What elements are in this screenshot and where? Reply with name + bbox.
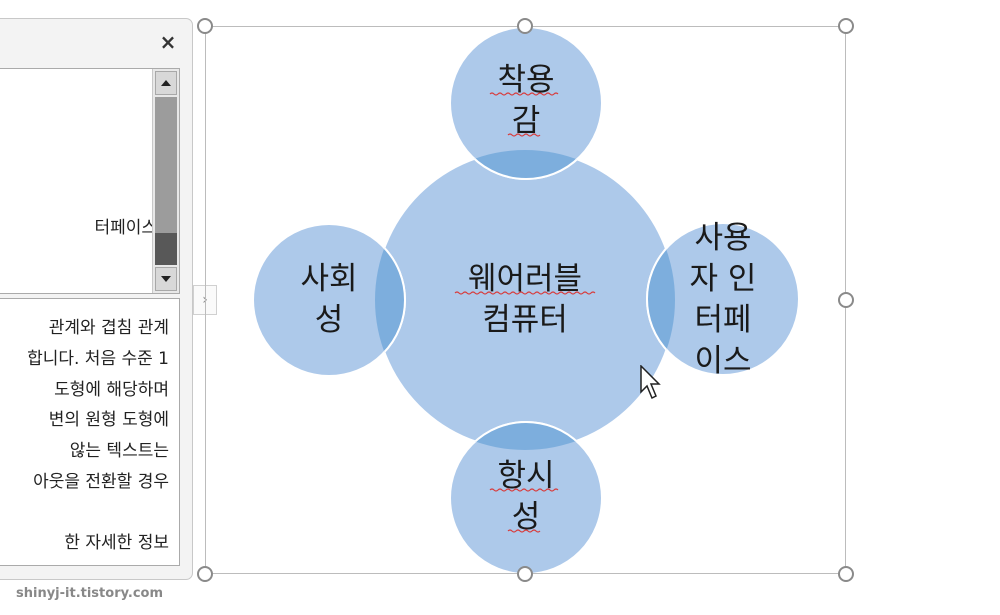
bottom-overlap [449,421,603,450]
left-overlap [375,223,406,377]
scroll-up-button[interactable] [155,71,177,95]
description-line: 변의 원형 도형에 [48,410,169,430]
resize-handle-bottom-right[interactable] [838,566,854,582]
watermark: shinyj-it.tistory.com [16,586,164,601]
selection-frame [205,26,846,574]
scroll-thumb[interactable] [155,233,177,265]
scroll-down-button[interactable] [155,267,177,291]
right-overlap [646,222,675,376]
triangle-up-icon [161,80,171,86]
resize-handle-right[interactable] [838,292,854,308]
top-overlap [449,150,603,180]
triangle-down-icon [161,276,171,282]
resize-handle-top-right[interactable] [838,18,854,34]
description-line: 아웃을 전환할 경우 [33,472,169,492]
description-line: 합니다. 처음 수준 1 [27,349,169,369]
resize-handle-top[interactable] [517,18,533,34]
list-item[interactable]: 터페이스 [94,218,157,238]
mouse-pointer-icon [640,365,661,400]
bullet-list-box[interactable]: 터페이스 [0,68,180,294]
description-line: 관계와 겹침 관계 [48,318,169,338]
resize-handle-bottom-left[interactable] [197,566,213,582]
close-icon[interactable]: × [159,30,177,54]
text-pane: × 터페이스 관계와 겹침 관계 합니다. 처음 수준 1 도형에 해당하며 변… [0,18,193,580]
description-line: 않는 텍스트는 [69,441,169,461]
resize-handle-top-left[interactable] [197,18,213,34]
more-info-link[interactable]: 한 자세한 정보 [64,533,169,553]
description-line: 도형에 해당하며 [54,380,169,400]
layout-description: 관계와 겹침 관계 합니다. 처음 수준 1 도형에 해당하며 변의 원형 도형… [0,298,180,566]
scroll-track[interactable] [155,97,177,233]
resize-handle-bottom[interactable] [517,566,533,582]
vertical-scrollbar[interactable] [152,69,179,293]
spellcheck-underlines [454,92,596,533]
